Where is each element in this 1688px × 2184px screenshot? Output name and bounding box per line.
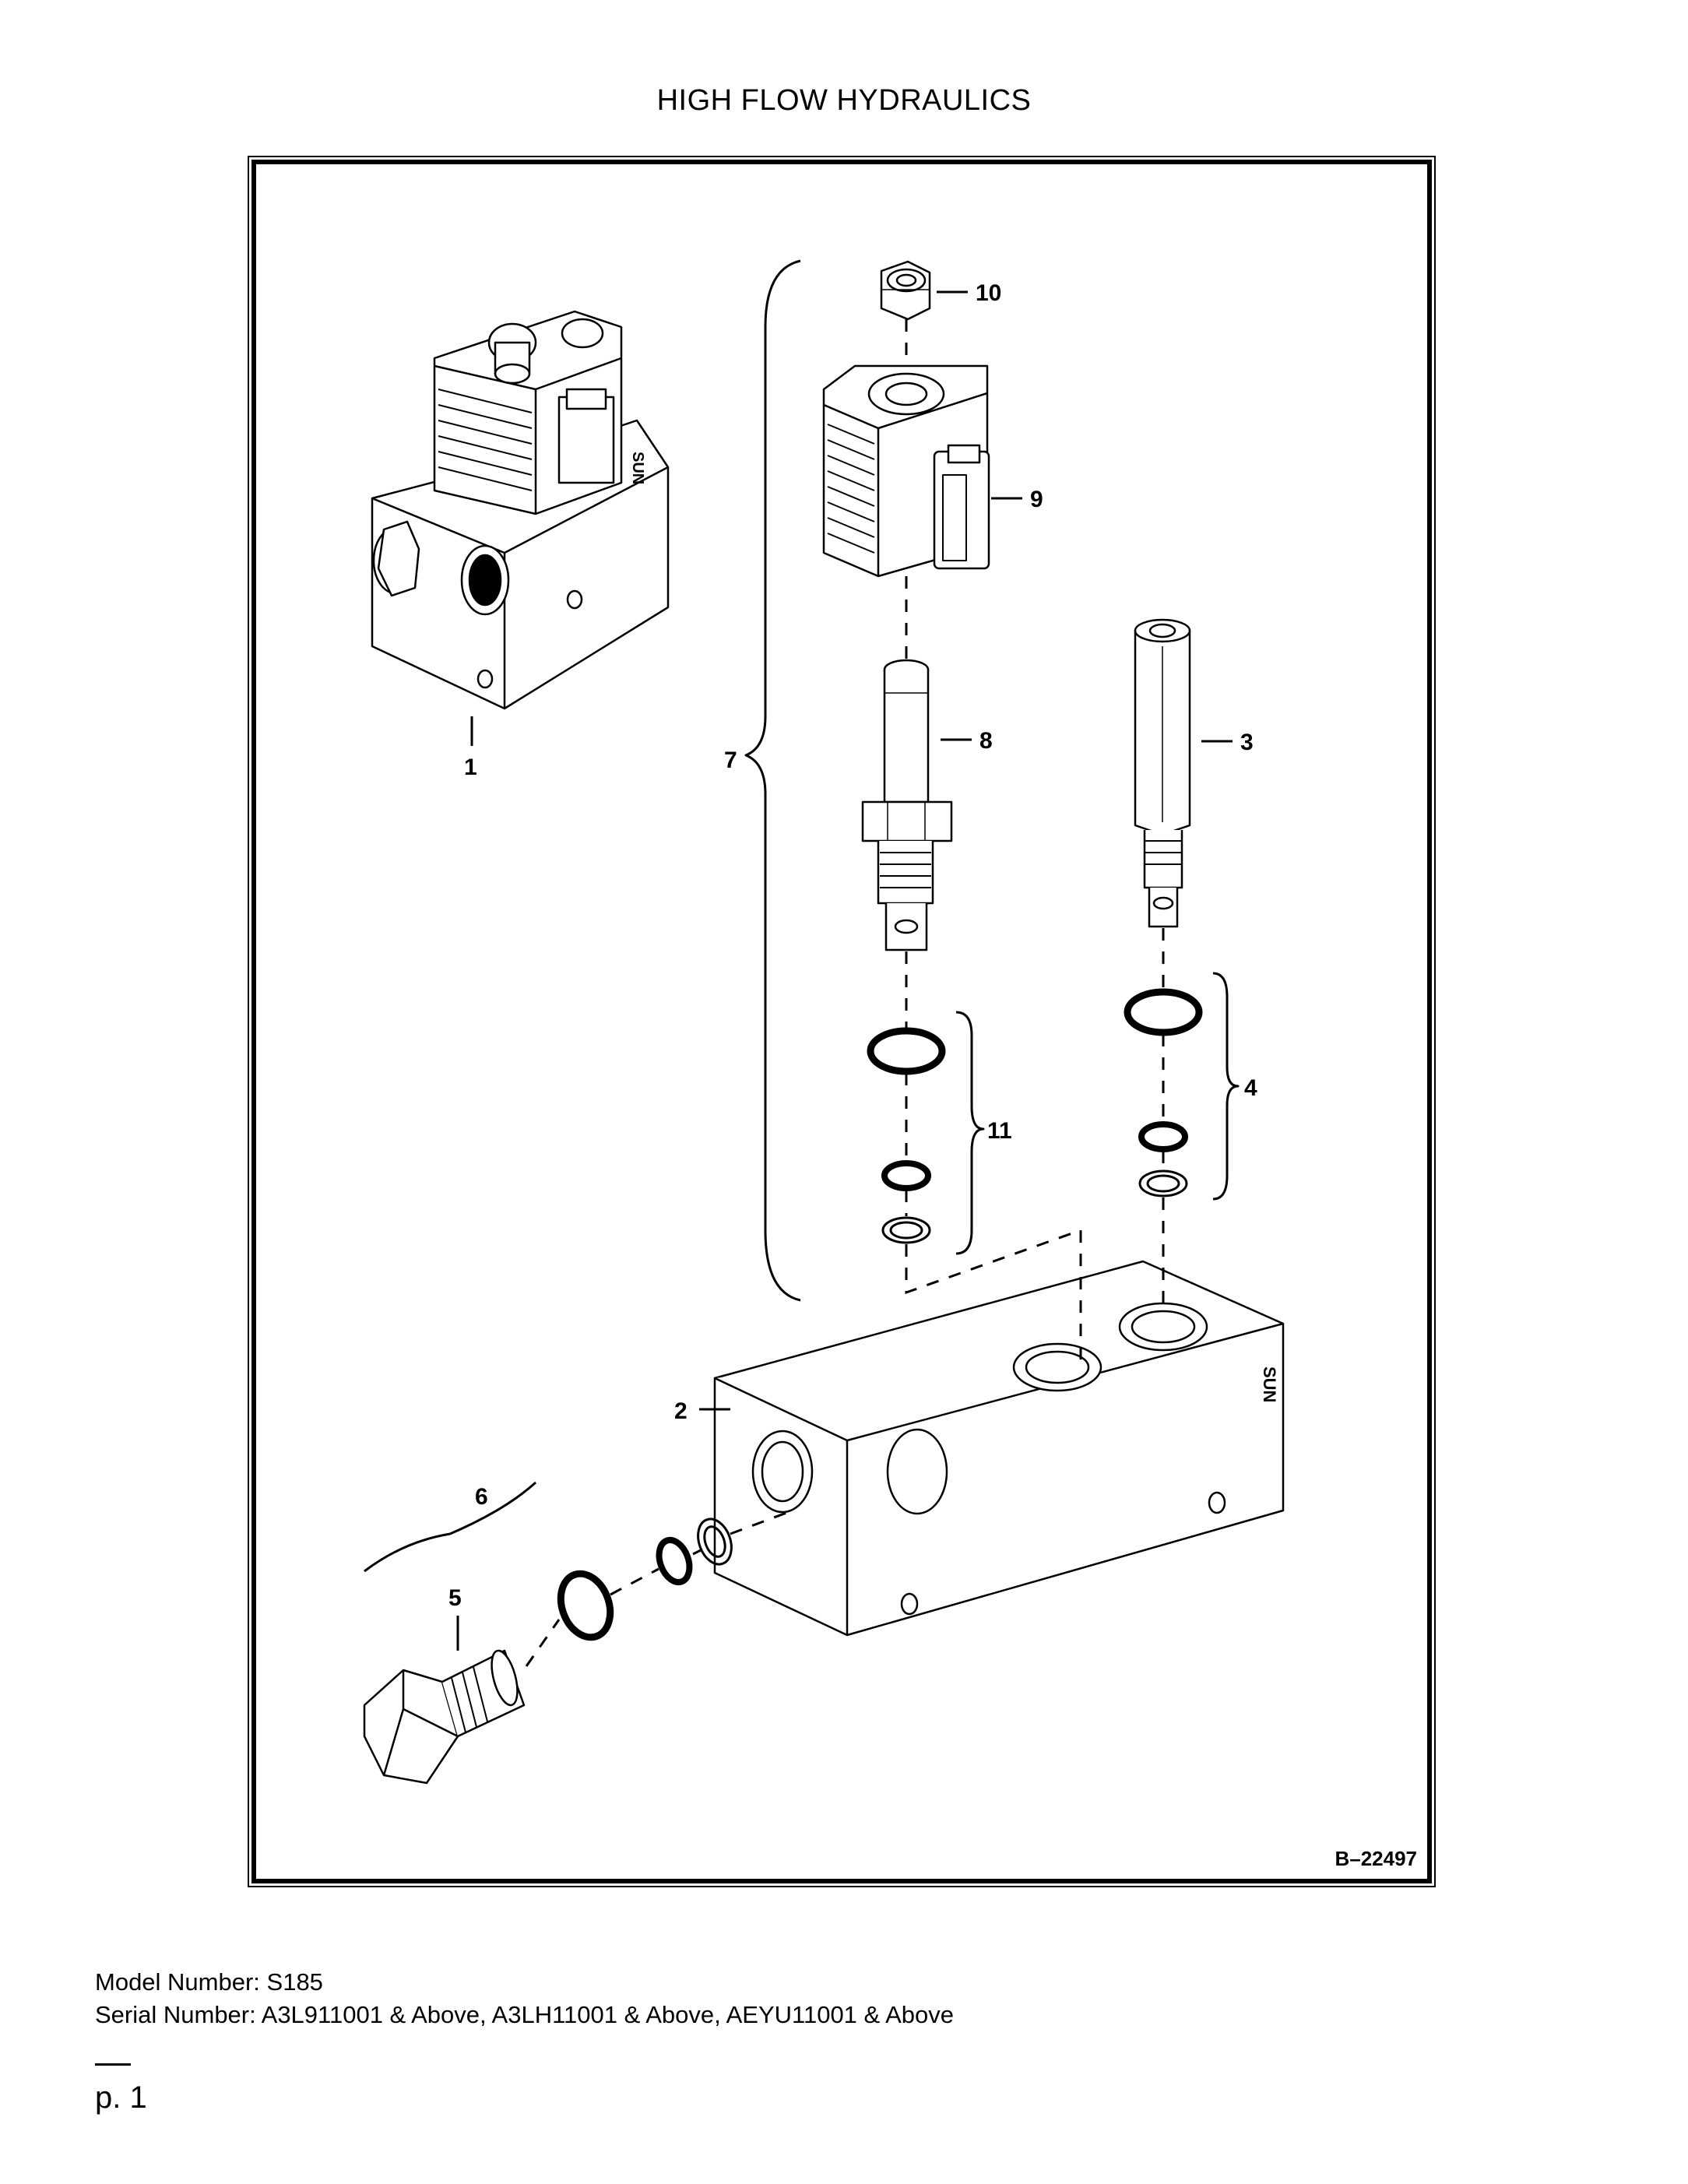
part-4-seal-kit	[1124, 988, 1203, 1198]
part-2-manifold-block: SUN	[713, 1260, 1285, 1637]
callout-8: 8	[979, 728, 993, 754]
part-11-seal-kit	[867, 1027, 946, 1244]
brace-4	[1212, 972, 1240, 1201]
part-10-nut	[880, 260, 931, 321]
brace-11	[955, 1011, 985, 1255]
svg-text:SUN: SUN	[1260, 1366, 1279, 1402]
part-8-cartridge	[861, 659, 953, 951]
brace-7	[744, 259, 801, 1302]
svg-text:SUN: SUN	[629, 452, 646, 484]
exploded-parts-diagram: SUN	[248, 156, 1436, 1887]
part-1-valve-assembly: SUN	[371, 310, 670, 710]
bracket-6	[364, 1481, 537, 1573]
drawing-number: B–22497	[1335, 1847, 1417, 1870]
page-title: HIGH FLOW HYDRAULICS	[656, 84, 1032, 117]
callout-9: 9	[1030, 487, 1043, 512]
part-9-coil	[822, 364, 990, 578]
model-number: Model Number: S185	[95, 1968, 323, 1996]
callout-7: 7	[724, 747, 737, 773]
callout-5: 5	[448, 1585, 462, 1611]
part-3-relief-cartridge	[1134, 618, 1191, 928]
callout-11: 11	[987, 1118, 1012, 1144]
diagram-frame	[248, 156, 1436, 1887]
callout-4: 4	[1244, 1075, 1257, 1101]
callout-3: 3	[1240, 730, 1254, 755]
part-6-seal-kit	[557, 1518, 733, 1641]
part-5-plug	[363, 1649, 526, 1785]
divider	[95, 2063, 131, 2066]
page-number: p. 1	[95, 2080, 147, 2115]
serial-number: Serial Number: A3L911001 & Above, A3LH11…	[95, 2001, 955, 2028]
callout-10: 10	[976, 280, 1001, 306]
callout-1: 1	[464, 754, 477, 780]
callout-6: 6	[475, 1484, 488, 1510]
callout-2: 2	[674, 1398, 688, 1424]
